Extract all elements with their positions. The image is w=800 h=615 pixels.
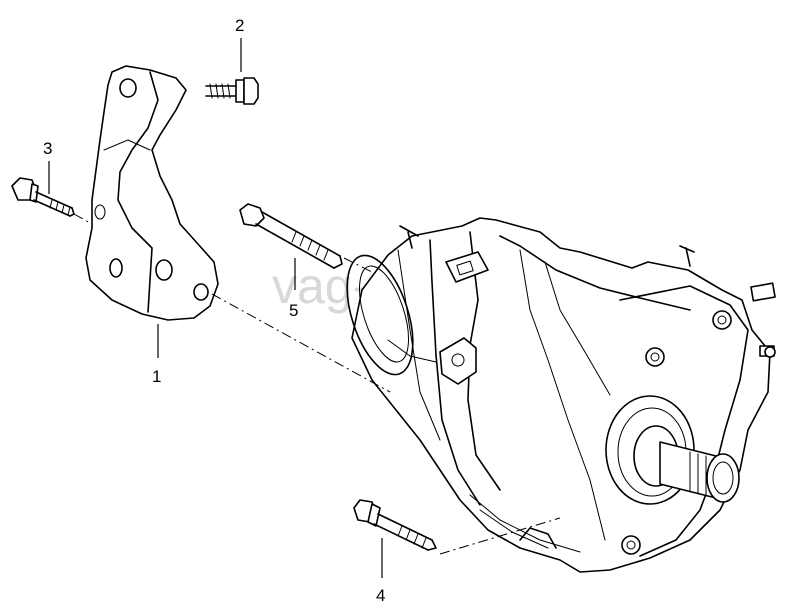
stud-1-cap bbox=[399, 225, 419, 237]
bolt-5 bbox=[239, 203, 343, 269]
bracket-hole-left bbox=[109, 258, 123, 278]
callout-3: 3 bbox=[43, 139, 52, 194]
callout-3-label: 3 bbox=[43, 139, 52, 158]
bolt-4 bbox=[353, 499, 437, 551]
bolt-3 bbox=[11, 177, 75, 217]
flange-boss-2 bbox=[645, 347, 665, 367]
output-shaft-spline bbox=[712, 461, 734, 495]
callout-1: 1 bbox=[152, 324, 161, 386]
housing-outline bbox=[351, 217, 771, 573]
rib-1 bbox=[397, 249, 441, 441]
alignment-line-bolt-3 bbox=[73, 213, 93, 225]
bracket-plate bbox=[85, 65, 219, 321]
callout-5-label: 5 bbox=[289, 301, 298, 320]
callout-4-label: 4 bbox=[376, 586, 385, 605]
alignment-line-bracket bbox=[211, 293, 391, 393]
bolt-2 bbox=[205, 77, 259, 105]
bolt-4-shank bbox=[373, 513, 433, 551]
flange-boss-1 bbox=[712, 310, 732, 330]
callout-2-label: 2 bbox=[235, 16, 244, 35]
flange-plate bbox=[619, 285, 749, 557]
callout-4: 4 bbox=[376, 538, 385, 605]
bolt-2-head bbox=[243, 77, 259, 105]
bolt-4-thread bbox=[397, 525, 427, 549]
stud-2 bbox=[685, 247, 691, 267]
flange-boss-1-hole bbox=[717, 315, 727, 325]
bolt-3-tip bbox=[69, 207, 75, 217]
rib-3 bbox=[519, 249, 606, 541]
end-cover-inner bbox=[358, 265, 410, 363]
rib-4 bbox=[544, 261, 611, 396]
bolt-5-tip bbox=[333, 255, 343, 269]
alignment-line-bolt-4 bbox=[439, 517, 561, 555]
seam-left bbox=[429, 239, 481, 506]
lug-left-hole bbox=[451, 353, 465, 367]
rib-2 bbox=[387, 339, 437, 363]
bracket bbox=[85, 65, 219, 321]
bolt-3-thread bbox=[49, 199, 71, 216]
bolt-3-flange bbox=[29, 183, 39, 203]
output-shaft-end bbox=[706, 453, 740, 503]
bracket-hole-top bbox=[119, 78, 137, 98]
bracket-fold bbox=[103, 139, 151, 151]
bracket-hole-right bbox=[193, 283, 209, 301]
top-edge bbox=[499, 235, 691, 311]
bolt-4-flange bbox=[367, 503, 381, 527]
bracket-hole-small bbox=[94, 204, 106, 220]
transfer-case-unit bbox=[346, 217, 776, 573]
flange-boss-2-hole bbox=[650, 352, 660, 362]
lug-left bbox=[439, 337, 477, 385]
bolt-2-thread bbox=[209, 83, 231, 99]
top-pad bbox=[445, 251, 489, 283]
bracket-bend bbox=[117, 71, 159, 313]
alignment-line-bolt-5 bbox=[343, 257, 373, 273]
stud-2-cap bbox=[679, 245, 695, 253]
flange-boss-3-hole bbox=[626, 540, 636, 550]
bolt-2-flange bbox=[235, 79, 245, 103]
stud-1 bbox=[407, 231, 413, 249]
top-pad-slot bbox=[456, 260, 474, 276]
bracket-hole-mid bbox=[155, 259, 173, 281]
lower-lug bbox=[519, 527, 557, 549]
bolt-5-head bbox=[239, 203, 265, 227]
callout-1-label: 1 bbox=[152, 367, 161, 386]
flange-boss-4 bbox=[764, 346, 776, 358]
stud-3 bbox=[750, 282, 776, 302]
callout-5: 5 bbox=[289, 258, 298, 320]
bolt-4-tip bbox=[427, 539, 437, 551]
callout-2: 2 bbox=[235, 16, 244, 72]
flange-boss-3 bbox=[621, 535, 641, 555]
bolt-3-shank bbox=[33, 191, 73, 217]
bolt-5-thread bbox=[291, 231, 329, 261]
bolt-5-shank bbox=[255, 211, 341, 269]
